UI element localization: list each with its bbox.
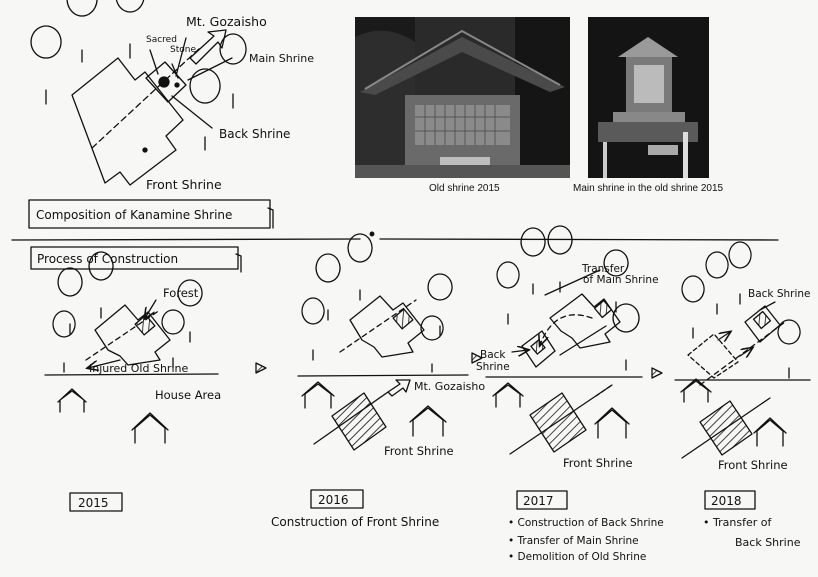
front-shrine-2018-label: Front Shrine [718, 458, 788, 472]
house [594, 407, 630, 439]
back-shrine-label: Back Shrine [219, 127, 290, 141]
tree [420, 315, 444, 373]
year-box-2018 [704, 490, 756, 510]
stone-label: Stone [170, 45, 196, 55]
description-2016: Construction of Front Shrine [271, 515, 439, 529]
process-title-box [30, 246, 239, 270]
tree [52, 310, 76, 373]
tree [315, 253, 341, 321]
tree [520, 227, 546, 295]
stage-2018-trees [681, 241, 801, 379]
front-shrine-label: Front Shrine [146, 177, 222, 192]
stage-arrow [471, 352, 483, 364]
photo-caption-old-shrine: Old shrine 2015 [429, 183, 500, 194]
tree [728, 241, 752, 305]
tree [612, 303, 640, 371]
mt-gozaisho-2016-label: Mt. Gozaisho [414, 380, 485, 393]
stage-arrow [255, 362, 267, 374]
stage-2016-trees [301, 233, 453, 373]
house [409, 405, 447, 437]
year-2016: 2016 [318, 493, 349, 507]
year-2015: 2015 [78, 496, 109, 510]
bullet-2017-1: • Construction of Back Shrine [508, 517, 664, 529]
house [131, 412, 169, 444]
front-shrine-2017-label: Front Shrine [563, 456, 633, 470]
ground-line [297, 374, 469, 377]
year-box-2017 [516, 490, 568, 510]
shrine-label: Shrine [476, 361, 510, 373]
injured-old-shrine-label: Injured Old Shrine [89, 362, 188, 375]
tree [347, 233, 373, 301]
transfer-label: Transfer [581, 263, 625, 275]
mt-gozaisho-label: Mt. Gozaisho [186, 14, 267, 29]
process-title: Process of Construction [37, 252, 178, 266]
old-shrine-photo [355, 17, 570, 178]
year-box-2015 [69, 492, 123, 512]
old-shrine-2016 [349, 295, 425, 358]
year-box-2016 [310, 489, 364, 509]
tree [161, 309, 185, 369]
tree [427, 273, 453, 337]
front-shrine-2016-label: Front Shrine [384, 444, 454, 458]
year-2017: 2017 [523, 494, 554, 508]
old-shrine-2015 [94, 304, 171, 366]
composition-title-box [28, 199, 271, 229]
tree [189, 68, 221, 151]
front-shrine-outline [71, 57, 184, 186]
back-label: Back [480, 349, 506, 361]
composition-title: Composition of Kanamine Shrine [36, 208, 232, 222]
tree [115, 0, 145, 59]
tree [705, 251, 729, 315]
sacred-label: Sacred [146, 35, 177, 45]
old-shrine-2017 [549, 293, 621, 349]
tree [219, 33, 247, 109]
photo-caption-main-shrine: Main shrine in the old shrine 2015 [573, 183, 724, 194]
of-main-shrine-label: of Main Shrine [583, 274, 659, 286]
bullet-2018-2: Back Shrine [735, 536, 801, 549]
tree [496, 261, 520, 325]
main-shrine-photo [588, 17, 709, 178]
house [753, 417, 787, 447]
tree [30, 25, 62, 105]
mountain-arrow [189, 29, 227, 65]
tree [177, 279, 203, 343]
house-area-label: House Area [155, 388, 221, 402]
bullet-2017-2: • Transfer of Main Shrine [508, 535, 639, 547]
main-shrine-outline [145, 61, 187, 103]
front-shrine-2016 [331, 392, 387, 451]
bullet-2017-3: • Demolition of Old Shrine [508, 551, 646, 563]
forest-label: Forest [163, 286, 199, 300]
old-shrine-removed [687, 333, 739, 379]
composition-trees [30, 0, 247, 151]
tree [66, 0, 98, 63]
tree [681, 275, 705, 339]
house [301, 381, 335, 409]
bullet-2018-1: • Transfer of [703, 516, 772, 529]
stage-2015-trees [52, 251, 203, 373]
house [492, 382, 524, 408]
stage-arrow [651, 367, 663, 379]
back-shrine-2018-label: Back Shrine [748, 288, 811, 300]
house [57, 388, 87, 413]
section-divider [11, 238, 779, 241]
mountain-arrow [387, 379, 411, 397]
stage-2017-trees [496, 225, 640, 371]
front-shrine-2017 [529, 392, 587, 453]
year-2018: 2018 [711, 494, 742, 508]
back-shrine-2017 [521, 330, 556, 368]
main-shrine-label: Main Shrine [249, 52, 314, 65]
tree [88, 251, 114, 319]
house [680, 378, 712, 403]
tree [301, 297, 325, 361]
tree [777, 319, 801, 379]
axis-line [91, 47, 201, 149]
ground-line [44, 373, 219, 376]
tree [603, 249, 629, 313]
tree [547, 225, 573, 293]
tree [57, 267, 83, 335]
